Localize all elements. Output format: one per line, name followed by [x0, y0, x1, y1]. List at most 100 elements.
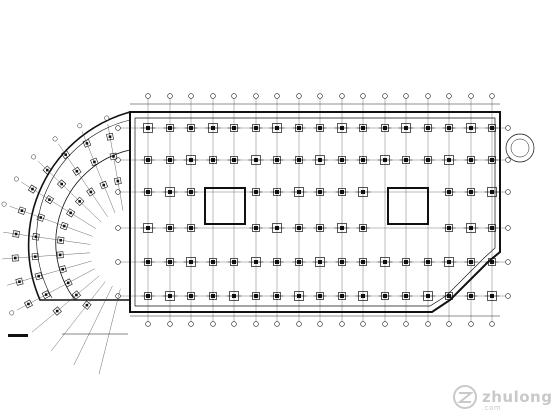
axis-bubble	[360, 93, 366, 99]
radial-column	[74, 196, 85, 207]
axis-bubble	[489, 321, 495, 327]
axis-bubble	[403, 321, 409, 327]
axis-bubble	[167, 93, 173, 99]
radial-column	[52, 306, 62, 316]
axis-bubble	[505, 225, 511, 231]
axis-bubble	[145, 321, 151, 327]
radial-column	[56, 179, 67, 189]
axis-bubble	[360, 321, 366, 327]
axis-bubble	[115, 157, 121, 163]
column-grid	[140, 123, 500, 301]
axis-bubble	[425, 93, 431, 99]
radial-column-core	[27, 302, 30, 306]
axis-bubble	[317, 321, 323, 327]
radial-axis-line	[73, 285, 113, 366]
radial-column-core	[48, 198, 51, 201]
radial-axis-line	[107, 123, 124, 211]
curved-wing-inner	[55, 149, 131, 301]
radial-column-core	[33, 255, 37, 258]
radial-axis-line	[6, 260, 92, 286]
radial-column	[17, 206, 27, 215]
radial-column	[82, 300, 92, 310]
stair-core-left	[204, 187, 246, 225]
radial-column	[63, 278, 73, 288]
axis-bubble	[382, 321, 388, 327]
radial-column	[99, 180, 109, 190]
radial-column-core	[44, 293, 48, 296]
radial-column-core	[108, 135, 112, 139]
radial-column	[86, 187, 96, 197]
radial-column	[66, 208, 76, 218]
axis-bubble	[505, 125, 511, 131]
axis-bubble	[505, 189, 511, 195]
radial-column-core	[59, 238, 62, 242]
radial-axis-line	[16, 268, 95, 311]
radial-column-core	[14, 232, 18, 236]
axis-bubble	[274, 93, 280, 99]
axis-bubble	[210, 321, 216, 327]
radial-column-core	[31, 187, 34, 191]
radial-column-core	[61, 267, 65, 271]
radial-column-core	[55, 309, 59, 313]
radial-column	[36, 213, 45, 222]
radial-column	[34, 272, 43, 281]
radial-column	[32, 233, 40, 241]
radial-axis-bubble	[52, 136, 58, 142]
axis-bubble	[505, 157, 511, 163]
axis-bubble	[296, 93, 302, 99]
axis-bubble	[446, 93, 452, 99]
axis-bubble	[231, 93, 237, 99]
axis-bubble	[115, 189, 121, 195]
radial-column-core	[93, 160, 96, 164]
axis-bubble	[296, 321, 302, 327]
radial-column-core	[62, 224, 66, 228]
radial-column-core	[64, 153, 67, 156]
radial-column	[56, 251, 64, 259]
radial-column-core	[85, 303, 89, 307]
axis-bubble	[317, 93, 323, 99]
radial-grid	[1, 115, 124, 375]
radial-axis-bubble	[31, 154, 37, 160]
axis-bubble	[188, 321, 194, 327]
radial-column-core	[66, 281, 70, 285]
scale-bar	[8, 334, 28, 337]
axis-bubble	[188, 93, 194, 99]
radial-axis-line	[58, 143, 108, 217]
radial-column-core	[78, 200, 81, 203]
outer-wall	[129, 111, 501, 313]
watermark-brand: zhulong	[482, 388, 553, 406]
radial-column	[56, 236, 65, 244]
radial-column	[71, 290, 82, 300]
radial-column	[12, 230, 20, 238]
radial-column	[59, 221, 69, 231]
axis-bubble	[339, 93, 345, 99]
axis-bubble	[253, 93, 259, 99]
round-feature	[505, 133, 535, 163]
axis-bubble	[274, 321, 280, 327]
axis-bubble	[468, 321, 474, 327]
radial-axis-bubble	[104, 115, 110, 121]
axis-bubble	[382, 93, 388, 99]
radial-column	[61, 150, 71, 160]
axis-bubble	[167, 321, 173, 327]
axis-bubble	[115, 225, 121, 231]
radial-column-core	[112, 155, 115, 158]
curved-wing-mid	[36, 119, 131, 299]
drawing-labels	[8, 333, 128, 337]
axis-bubble	[231, 321, 237, 327]
radial-column-core	[20, 209, 24, 212]
radial-axis-line	[31, 275, 100, 333]
radial-axis-line	[9, 206, 93, 237]
radial-column	[58, 265, 67, 274]
radial-column	[42, 165, 52, 175]
radial-column-core	[39, 216, 43, 219]
building-outline	[27, 111, 535, 313]
radial-column-core	[34, 235, 38, 239]
axis-bubble	[505, 293, 511, 299]
axis-bubble	[145, 93, 151, 99]
radial-column	[27, 184, 38, 194]
radial-axis-line	[3, 231, 91, 245]
curved-wing-outer	[27, 111, 131, 301]
axis-bubble	[489, 93, 495, 99]
